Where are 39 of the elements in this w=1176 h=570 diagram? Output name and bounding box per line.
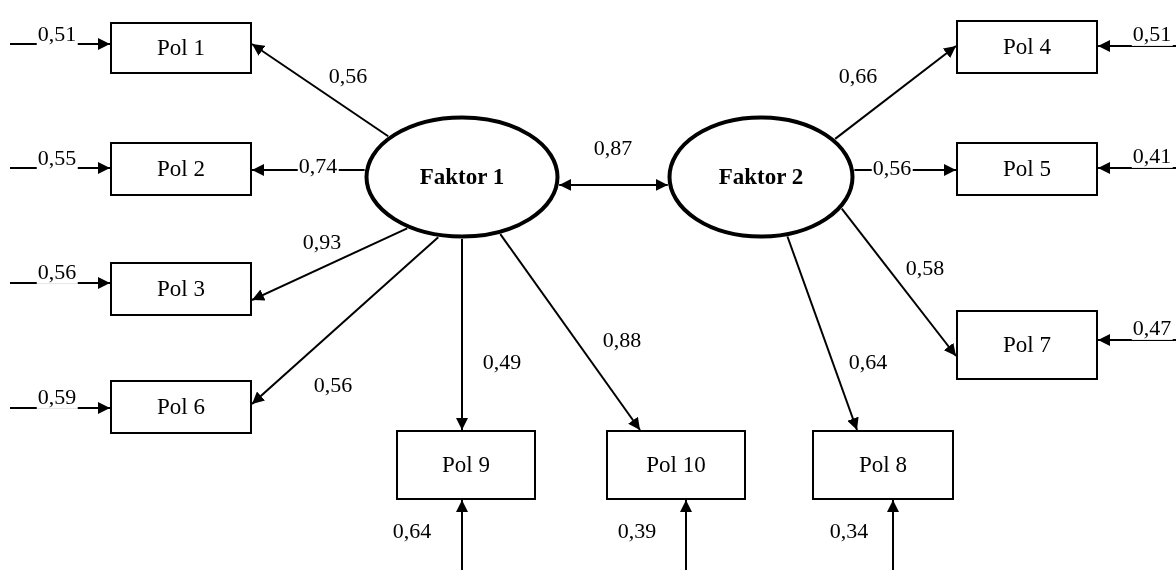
variable-label: Pol 1 — [157, 35, 205, 61]
variable-label: Pol 10 — [646, 452, 706, 478]
arrow — [251, 236, 440, 405]
variable-label: Pol 9 — [442, 452, 490, 478]
variable-label: Pol 7 — [1003, 332, 1051, 358]
factor-ellipse — [364, 115, 560, 239]
variable-label: Pol 4 — [1003, 34, 1051, 60]
variable-label: Pol 8 — [859, 452, 907, 478]
arrow — [786, 235, 859, 431]
arrow — [558, 178, 669, 191]
variable-box — [110, 262, 252, 316]
arrow — [840, 207, 957, 357]
arrow — [1097, 334, 1176, 346]
arrow — [499, 233, 641, 431]
arrow — [1097, 162, 1176, 174]
arrow — [456, 499, 468, 570]
variable-box — [110, 142, 252, 196]
variable-box — [110, 22, 252, 74]
variable-box — [956, 310, 1098, 380]
arrow — [456, 238, 468, 431]
factor-ellipse — [667, 115, 855, 239]
arrow — [834, 45, 957, 140]
variable-label: Pol 2 — [157, 156, 205, 182]
arrow — [680, 499, 692, 570]
variable-label: Pol 6 — [157, 394, 205, 420]
factor-label: Faktor 1 — [419, 164, 505, 190]
variable-box — [110, 380, 252, 434]
factor-label: Faktor 2 — [718, 164, 804, 190]
variable-label: Pol 3 — [157, 276, 205, 302]
variable-box — [812, 430, 954, 500]
variable-box — [396, 430, 536, 500]
arrow — [251, 43, 390, 138]
arrow — [887, 499, 899, 570]
variable-box — [956, 142, 1098, 196]
arrow — [251, 227, 409, 301]
arrow — [1097, 40, 1176, 52]
variable-label: Pol 5 — [1003, 156, 1051, 182]
variable-box — [606, 430, 746, 500]
variable-box — [956, 20, 1098, 74]
